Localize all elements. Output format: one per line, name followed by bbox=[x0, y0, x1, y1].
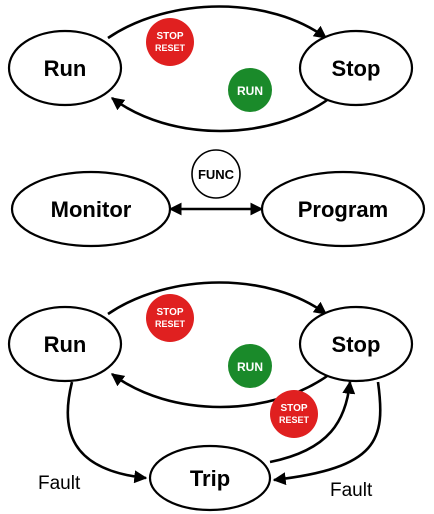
fault-label-right: Fault bbox=[330, 480, 373, 501]
stop-state: Stop bbox=[298, 29, 414, 107]
stop-button-line1: STOP bbox=[156, 31, 183, 42]
run-state-label-2: Run bbox=[44, 332, 87, 357]
stop-button-top-line2: RESET bbox=[155, 319, 186, 329]
stop-state-label: Stop bbox=[332, 56, 381, 81]
monitor-state: Monitor bbox=[10, 170, 172, 248]
stop-button-line2: RESET bbox=[155, 43, 186, 53]
stop-state-2: Stop bbox=[298, 305, 414, 383]
run-button[interactable]: RUN bbox=[228, 68, 272, 112]
stop-reset-button-top[interactable]: STOP RESET bbox=[146, 294, 194, 342]
run-button-label-2: RUN bbox=[237, 360, 263, 374]
run-state-label: Run bbox=[44, 56, 87, 81]
monitor-state-label: Monitor bbox=[51, 197, 132, 222]
run-state: Run bbox=[7, 29, 123, 107]
program-state-label: Program bbox=[298, 197, 388, 222]
stop-state-label-2: Stop bbox=[332, 332, 381, 357]
func-button-label: FUNC bbox=[198, 167, 235, 182]
func-button[interactable]: FUNC bbox=[191, 149, 241, 199]
run-to-stop-arrow-2 bbox=[107, 281, 328, 316]
stop-button-top-line1: STOP bbox=[156, 307, 183, 318]
stop-reset-button-bottom[interactable]: STOP RESET bbox=[270, 390, 318, 438]
run-stop-diagram: Run Stop STOP RESET RUN bbox=[7, 5, 414, 133]
stop-to-run-arrow-2 bbox=[110, 372, 331, 409]
program-state: Program bbox=[260, 170, 426, 248]
stop-button-bottom-line2: RESET bbox=[279, 415, 310, 425]
fault-label-left: Fault bbox=[38, 473, 81, 494]
stop-to-run-arrow bbox=[110, 96, 331, 133]
trip-state: Trip bbox=[148, 444, 272, 512]
run-state-2: Run bbox=[7, 305, 123, 383]
run-button-2[interactable]: RUN bbox=[228, 344, 272, 388]
run-stop-trip-diagram: Run Stop Trip STOP RESET RUN STOP RESET … bbox=[7, 281, 414, 512]
stop-reset-button[interactable]: STOP RESET bbox=[146, 18, 194, 66]
stop-button-bottom-line1: STOP bbox=[280, 403, 307, 414]
run-to-stop-arrow bbox=[107, 5, 328, 40]
trip-state-label: Trip bbox=[190, 466, 230, 491]
monitor-program-diagram: Monitor Program FUNC bbox=[10, 149, 426, 248]
stop-fault-arrow bbox=[272, 381, 382, 486]
trip-reset-arrow bbox=[269, 380, 356, 464]
run-fault-arrow bbox=[66, 381, 148, 484]
run-button-label: RUN bbox=[237, 84, 263, 98]
